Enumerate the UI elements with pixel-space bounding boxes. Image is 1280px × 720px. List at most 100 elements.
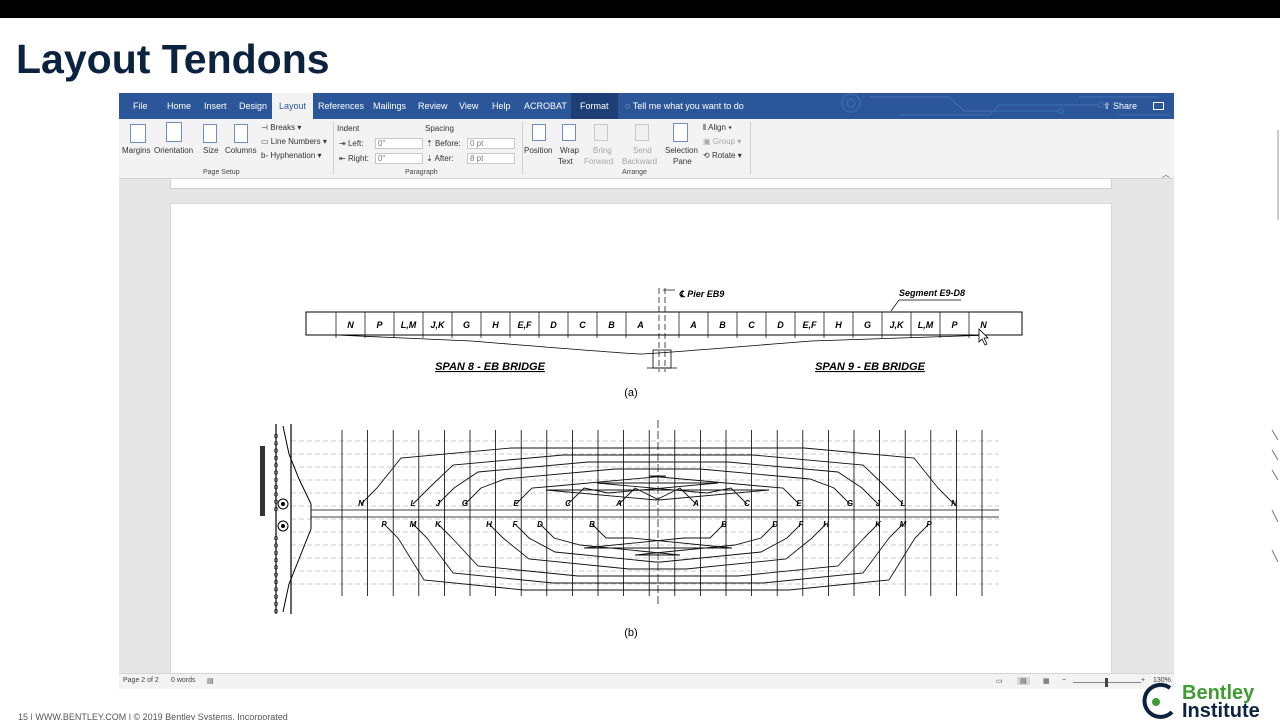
rotate-label: Rotate [711, 151, 736, 160]
segment-label: D [777, 320, 784, 330]
segment-label: B [608, 320, 615, 330]
bolt-hole [273, 499, 279, 504]
margins-icon [130, 124, 146, 143]
proofing-icon[interactable]: ▤ [207, 678, 214, 685]
spacing-label: Spacing [425, 124, 454, 133]
group-icon: ▣ [703, 137, 713, 146]
indent-right-input[interactable]: 0" [375, 153, 423, 164]
tab-acrobat[interactable]: ACROBAT [524, 101, 567, 111]
indent-right-icon: ⇤ [339, 154, 348, 163]
bolt-hole [273, 587, 279, 592]
pier-label: ℄ Pier EB9 [679, 289, 724, 299]
hyphenation-button[interactable]: b- Hyphenation ▾ [261, 151, 322, 160]
tab-home[interactable]: Home [167, 101, 192, 111]
zoom-slider-thumb[interactable] [1105, 678, 1108, 687]
orientation-button[interactable]: Orientation [154, 146, 194, 155]
read-mode-icon[interactable]: ▭ [996, 678, 1003, 685]
tab-view[interactable]: View [459, 101, 479, 111]
group-button[interactable]: ▣ Group ▾ [703, 137, 742, 146]
align-label: Align [708, 123, 726, 132]
spacing-before-text: Before: [434, 139, 461, 148]
spacing-after-label: ⇣ After: [426, 154, 454, 163]
tab-help[interactable]: Help [492, 101, 511, 111]
segment-label: G [463, 320, 470, 330]
selection-pane-button-line2[interactable]: Pane [673, 157, 692, 166]
spacing-before-input[interactable]: 0 pt [467, 138, 515, 149]
bolt-hole [273, 594, 279, 599]
tab-review[interactable]: Review [418, 101, 448, 111]
spacing-after-input[interactable]: 8 pt [467, 153, 515, 164]
indent-left-input[interactable]: 0" [375, 138, 423, 149]
share-button[interactable]: ⇪ Share [1103, 93, 1137, 119]
tendon-label: A [692, 499, 699, 508]
word-window: File Home Insert Design Layout Reference… [119, 93, 1174, 689]
span8-label: SPAN 8 - EB BRIDGE [435, 361, 545, 373]
tendon-label: K [875, 520, 882, 529]
indent-right-text: Right: [347, 154, 369, 163]
tab-layout[interactable]: Layout [272, 93, 314, 119]
comments-icon[interactable] [1153, 102, 1164, 110]
print-layout-icon[interactable]: ▤ [1017, 677, 1030, 685]
bolt-hole [273, 463, 279, 468]
group-separator [750, 122, 751, 174]
rotate-icon: ⟲ [703, 151, 712, 160]
tendon-label: K [435, 520, 442, 529]
size-button[interactable]: Size [203, 146, 219, 155]
tendon-label: B [589, 520, 595, 529]
tendon-label: H [823, 520, 829, 529]
wrap-text-button-line1[interactable]: Wrap [560, 146, 579, 155]
page-count-status[interactable]: Page 2 of 2 [123, 677, 159, 684]
tendon-label: A [615, 499, 622, 508]
hyphenation-icon: b- [261, 151, 271, 160]
margins-button[interactable]: Margins [122, 146, 151, 155]
columns-button[interactable]: Columns [225, 146, 257, 155]
web-layout-icon[interactable]: ▦ [1043, 678, 1050, 685]
segment-label: G [864, 320, 871, 330]
align-button[interactable]: ⫴ Align ▾ [703, 123, 733, 132]
bolt-hole [273, 492, 279, 497]
slide-footer: 15 | WWW.BENTLEY.COM | © 2019 Bentley Sy… [18, 712, 288, 720]
line-numbers-button[interactable]: ▭ Line Numbers ▾ [261, 137, 327, 146]
bottom-tendon-profile [383, 523, 930, 591]
segment-label: H [835, 320, 842, 330]
segment-label: P [376, 320, 383, 330]
bring-forward-button-line2[interactable]: Forward [584, 157, 614, 166]
word-count-status[interactable]: 0 words [171, 677, 196, 684]
tendon-label: G [462, 499, 468, 508]
position-icon [532, 124, 546, 141]
share-label: Share [1113, 101, 1138, 111]
tab-design[interactable]: Design [239, 101, 268, 111]
indent-left-icon: ⇥ [339, 139, 348, 148]
segment-label: P [951, 320, 958, 330]
bring-forward-button-line1[interactable]: Bring [593, 146, 612, 155]
hyphenation-label: Hyphenation [270, 151, 316, 160]
tab-format[interactable]: Format [571, 93, 618, 119]
send-backward-button-line2[interactable]: Backward [622, 157, 658, 166]
position-button[interactable]: Position [524, 146, 553, 155]
breaks-button[interactable]: ⊣ Breaks ▾ [261, 123, 302, 132]
spacing-before-label: ⇡ Before: [426, 139, 461, 148]
tab-mailings[interactable]: Mailings [373, 101, 407, 111]
selection-pane-button-line1[interactable]: Selection [665, 146, 698, 155]
segment-label: N [980, 320, 987, 330]
send-backward-button-line1[interactable]: Send [633, 146, 652, 155]
tendon-label: N [951, 499, 957, 508]
zoom-in-icon[interactable]: + [1141, 677, 1146, 684]
tab-file[interactable]: File [133, 101, 148, 111]
tendon-label: E [513, 499, 519, 508]
tab-insert[interactable]: Insert [204, 101, 227, 111]
circuit-watermark-decoration [841, 93, 1169, 116]
segment-label: E,F [517, 320, 532, 330]
bolt-hole [273, 572, 279, 577]
figure-a-caption: (a) [624, 387, 637, 399]
wrap-text-button-line2[interactable]: Text [558, 157, 573, 166]
collapse-ribbon-icon[interactable]: ︿ [1162, 170, 1170, 179]
rotate-button[interactable]: ⟲ Rotate ▾ [703, 151, 742, 160]
logo-word-institute: Institute [1182, 700, 1260, 720]
zoom-level[interactable]: 130% [1153, 677, 1171, 684]
zoom-out-icon[interactable]: − [1062, 677, 1067, 684]
tab-references[interactable]: References [318, 101, 365, 111]
tell-me-search[interactable]: ◌ Tell me what you want to do [625, 93, 744, 119]
